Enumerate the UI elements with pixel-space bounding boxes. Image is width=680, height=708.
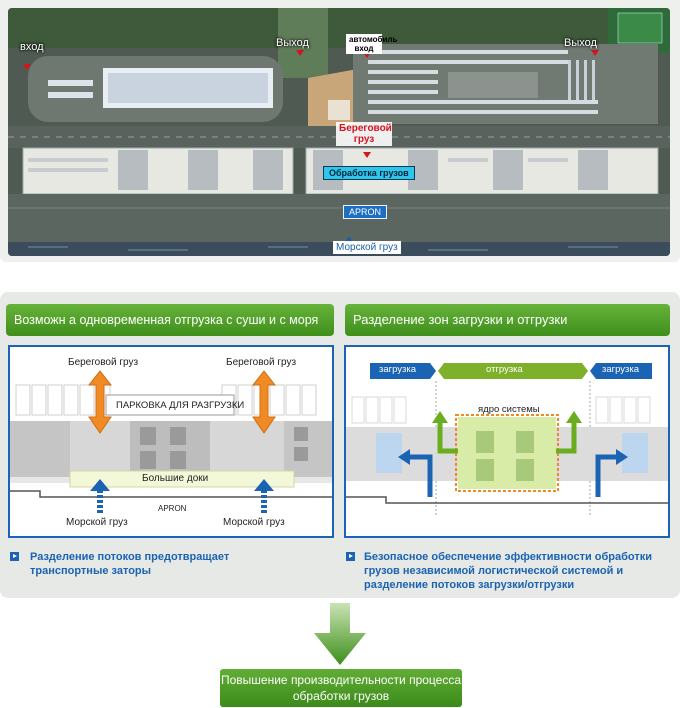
- left-label-apron: APRON: [158, 504, 187, 513]
- left-note-text: Разделение потоков предотвращает транспо…: [30, 551, 230, 577]
- aerial-map-panel: вход Выход автомобиль вход Выход Берегов…: [0, 0, 680, 262]
- map-label-shore-cargo: Береговой груз: [336, 122, 392, 146]
- left-label-shore-cargo-2: Береговой груз: [226, 357, 297, 368]
- left-diagram: Береговой груз Береговой груз ПАРКОВКА Д…: [8, 345, 334, 538]
- result-box: Повышение производительности процесса об…: [220, 669, 462, 707]
- map-label-car-entrance: автомобиль вход: [346, 34, 397, 54]
- left-label-big-docks: Большие доки: [142, 473, 209, 484]
- right-note: Безопасное обеспечение эффективности обр…: [346, 550, 676, 592]
- exit-center-marker-icon: [296, 50, 304, 56]
- map-label-sea-cargo: Морской груз: [333, 241, 401, 254]
- map-label-exit-center: Выход: [276, 37, 309, 49]
- down-arrow-icon: [314, 603, 366, 665]
- left-diagram-drawing: [10, 370, 332, 513]
- bullet-arrow-icon: [346, 552, 355, 561]
- left-panel-header: Возможн а одновременная отгрузка с суши …: [6, 304, 334, 336]
- map-label-entrance: вход: [20, 41, 44, 53]
- bullet-arrow-icon: [10, 552, 19, 561]
- map-label-apron: APRON: [343, 205, 388, 219]
- left-label-parking: ПАРКОВКА ДЛЯ РАЗГРУЗКИ: [116, 400, 245, 411]
- left-label-sea-cargo-2: Морской груз: [223, 517, 285, 528]
- shore-cargo-marker-icon: [363, 152, 371, 158]
- right-note-text: Безопасное обеспечение эффективности обр…: [364, 551, 653, 591]
- map-label-exit-right: Выход: [564, 37, 597, 49]
- sea-cargo-marker-icon: [345, 236, 353, 242]
- right-diagram: загрузка отгрузка загрузка ядро системы: [344, 345, 670, 538]
- left-label-sea-cargo-1: Морской груз: [66, 517, 128, 528]
- right-label-unloading: отгрузка: [486, 364, 523, 375]
- right-panel-header: Разделение зон загрузки и отгрузки: [345, 304, 670, 336]
- left-label-shore-cargo-1: Береговой груз: [68, 357, 139, 368]
- right-label-loading-2: загрузка: [602, 364, 640, 375]
- right-diagram-drawing: [346, 363, 668, 517]
- right-label-loading-1: загрузка: [379, 364, 417, 375]
- map-label-cargo-handling: Обработка грузов: [323, 166, 415, 180]
- entrance-marker-icon: [23, 64, 31, 70]
- right-label-core: ядро системы: [478, 404, 540, 415]
- exit-right-marker-icon: [591, 50, 599, 56]
- left-note: Разделение потоков предотвращает транспо…: [10, 550, 310, 578]
